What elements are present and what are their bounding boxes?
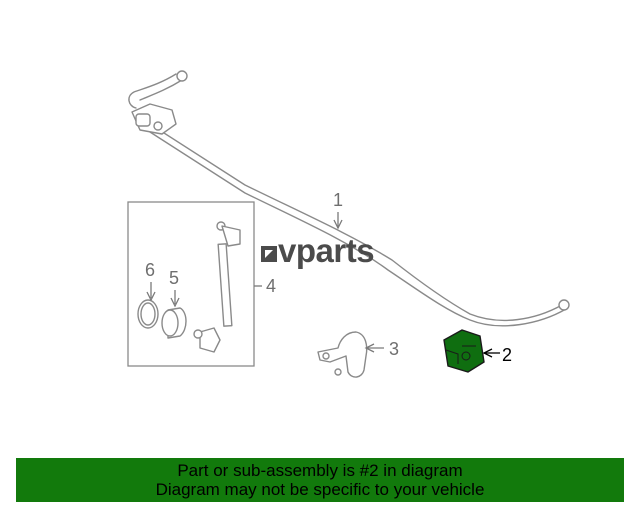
parts-diagram: 1 4 6 5 3 2 [127,70,570,378]
callout-6: 6 [145,260,155,280]
callout-2: 2 [502,345,512,365]
callout-1: 1 [333,190,343,210]
stabilizer-bar[interactable] [128,70,570,327]
stabilizer-link[interactable] [193,221,241,353]
callout-4: 4 [266,276,276,296]
watermark-text: vparts [278,232,375,269]
banner-line-1: Part or sub-assembly is #2 in diagram [177,461,463,480]
info-banner: Part or sub-assembly is #2 in diagram Di… [16,458,624,502]
callout-3: 3 [389,339,399,359]
bushing-part[interactable] [161,307,187,339]
banner-line-2: Diagram may not be specific to your vehi… [155,480,485,499]
highlighted-bushing-part-2[interactable] [443,329,485,373]
ring-part[interactable] [137,299,159,329]
watermark-logo-icon [261,246,277,262]
callout-5: 5 [169,268,179,288]
bracket-part[interactable] [317,331,368,378]
link-kit-box [127,201,255,367]
